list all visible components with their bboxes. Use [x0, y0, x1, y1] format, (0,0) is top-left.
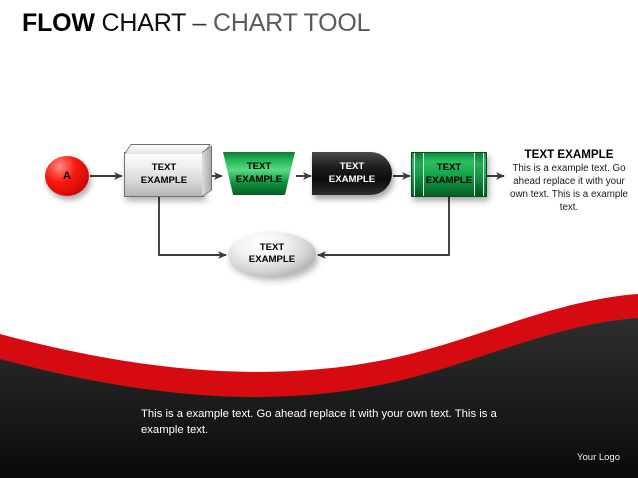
- side-panel-title: TEXT EXAMPLE: [524, 148, 614, 161]
- flow-node-start-label: A: [63, 169, 71, 182]
- side-panel-body: This is a example text. Go ahead replace…: [510, 163, 628, 214]
- title-part-tool: CHART TOOL: [212, 9, 371, 37]
- flow-node-oval-label: TEXT EXAMPLE: [249, 242, 295, 267]
- flow-node-process[interactable]: TEXT EXAMPLE: [124, 152, 204, 197]
- flow-node-process-label: TEXT EXAMPLE: [141, 162, 187, 187]
- title-dash: –: [192, 9, 207, 37]
- flow-node-oval-line1: TEXT: [259, 241, 285, 253]
- flow-node-oval[interactable]: TEXT EXAMPLE: [228, 232, 316, 276]
- title-part-flow: FLOW: [22, 9, 95, 37]
- connector-process-to-oval: [158, 196, 227, 259]
- flow-node-trapezoid[interactable]: TEXT EXAMPLE: [223, 152, 295, 195]
- flow-node-delay-line1: TEXT: [339, 161, 365, 173]
- flow-node-predef-line2: EXAMPLE: [425, 174, 473, 186]
- flow-node-process-line2: EXAMPLE: [140, 174, 188, 186]
- flow-node-predef-label: TEXT EXAMPLE: [426, 162, 472, 187]
- title-part-chart: CHART: [101, 9, 186, 37]
- connector-predef-to-oval: [317, 196, 450, 259]
- flow-node-start[interactable]: A: [45, 156, 89, 196]
- flow-node-process-line1: TEXT: [151, 162, 177, 174]
- footer-paragraph: This is a example text. Go ahead replace…: [141, 408, 497, 437]
- flow-node-predef-line1: TEXT: [436, 162, 462, 174]
- flow-node-delay-line2: EXAMPLE: [328, 173, 376, 185]
- flow-node-trapezoid-label: TEXT EXAMPLE: [236, 161, 282, 186]
- flow-node-oval-line2: EXAMPLE: [248, 254, 296, 265]
- side-description-panel: TEXT EXAMPLE This is a example text. Go …: [506, 148, 632, 214]
- logo-placeholder: Your Logo: [577, 452, 620, 463]
- flow-node-predefined-process[interactable]: TEXT EXAMPLE: [411, 152, 487, 197]
- flow-node-trapezoid-line2: EXAMPLE: [235, 173, 283, 185]
- flow-node-delay-label: TEXT EXAMPLE: [329, 161, 375, 186]
- page-title: FLOW CHART – CHART TOOL: [22, 9, 371, 38]
- flow-node-delay[interactable]: TEXT EXAMPLE: [312, 152, 392, 195]
- flow-node-trapezoid-line1: TEXT: [246, 161, 272, 173]
